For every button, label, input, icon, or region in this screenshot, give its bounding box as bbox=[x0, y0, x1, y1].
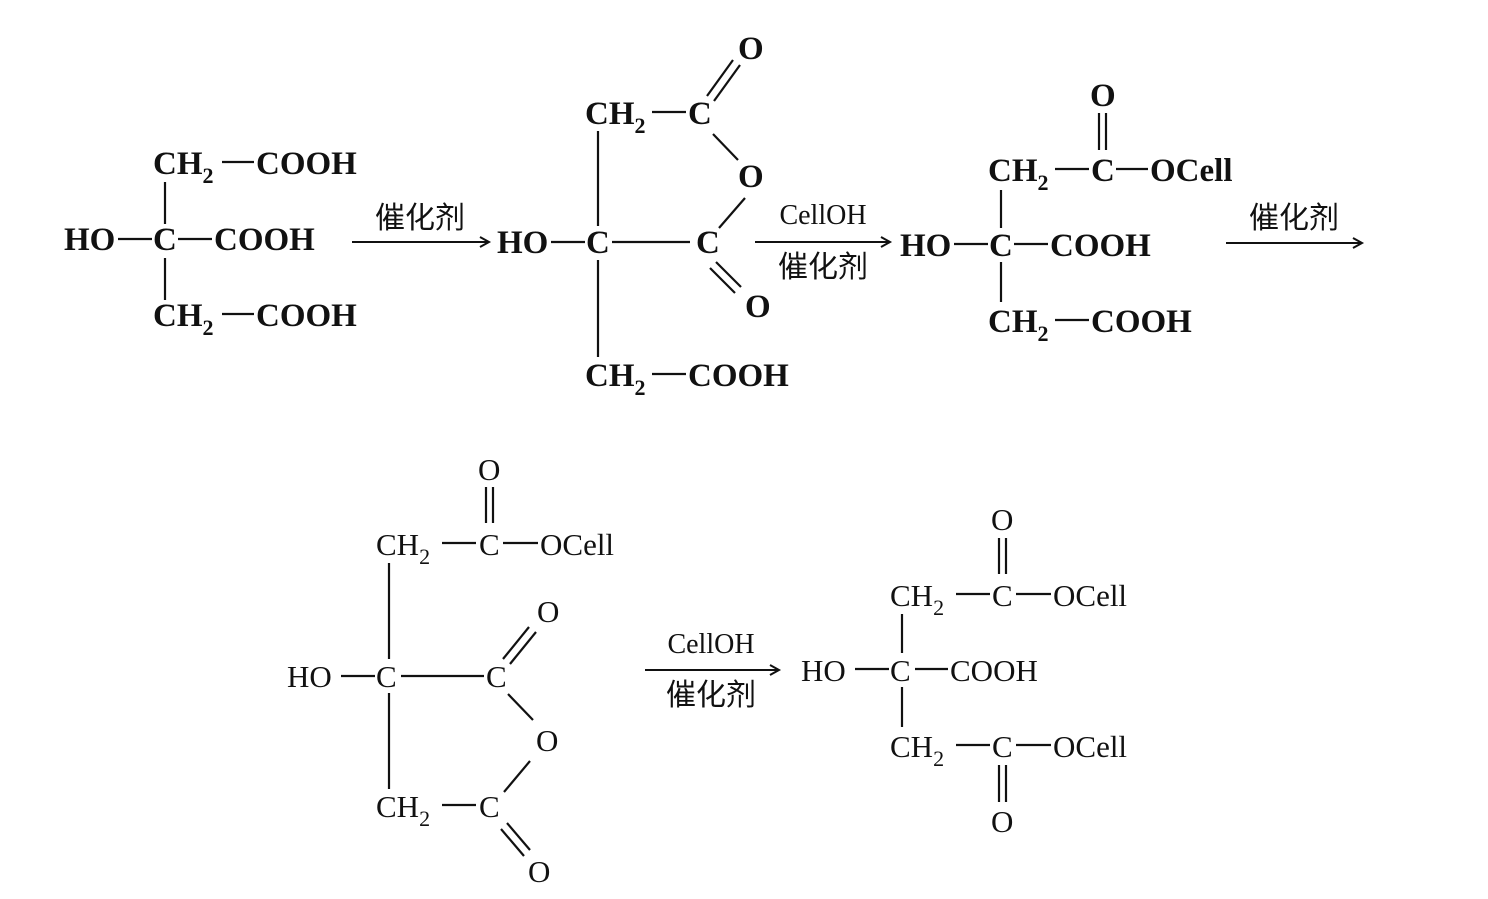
carbonyl-carbon: C bbox=[992, 729, 1013, 764]
ocell-group: OCell bbox=[1053, 578, 1127, 613]
central-carbon: C bbox=[989, 228, 1013, 264]
ocell-group: OCell bbox=[540, 527, 614, 562]
reaction-arrow-1: 催化剂 bbox=[352, 201, 492, 248]
double-bond bbox=[500, 828, 525, 857]
carbonyl-carbon: C bbox=[486, 659, 507, 694]
ring-oxygen: O bbox=[738, 159, 764, 195]
double-bond bbox=[715, 261, 742, 288]
carboxyl-group: COOH bbox=[256, 146, 357, 182]
arrow-head bbox=[1352, 237, 1365, 249]
arrow-head bbox=[769, 664, 782, 676]
single-bond bbox=[503, 760, 531, 793]
double-bond bbox=[713, 64, 741, 102]
single-bond bbox=[507, 693, 534, 721]
double-bond bbox=[709, 267, 736, 294]
carbonyl-carbon: C bbox=[479, 527, 500, 562]
monoester-anhydride-molecule: O CH2 C OCell O HO C C O CH2 C O bbox=[287, 452, 614, 889]
central-carbon: C bbox=[153, 222, 177, 258]
hydroxyl-group: HO bbox=[497, 225, 548, 261]
hydroxyl-group: HO bbox=[801, 653, 846, 688]
carboxyl-group: COOH bbox=[214, 222, 315, 258]
carbonyl-oxygen: O bbox=[991, 502, 1013, 537]
ocell-group: OCell bbox=[1053, 729, 1127, 764]
ch2-group: CH2 bbox=[890, 729, 944, 771]
carbonyl-oxygen: O bbox=[738, 31, 764, 67]
ch2-group: CH2 bbox=[988, 153, 1049, 195]
central-carbon: C bbox=[890, 653, 911, 688]
ch2-group: CH2 bbox=[585, 96, 646, 138]
cellulose-monoester-molecule: O CH2 C OCell HO C COOH CH2 COOH bbox=[900, 78, 1232, 346]
catalyst-label: 催化剂 bbox=[1249, 201, 1339, 236]
carboxyl-group: COOH bbox=[1050, 228, 1151, 264]
carbonyl-carbon: C bbox=[696, 225, 720, 261]
central-carbon: C bbox=[376, 659, 397, 694]
ring-oxygen: O bbox=[536, 723, 558, 758]
carbonyl-oxygen: O bbox=[537, 594, 559, 629]
double-bond bbox=[506, 822, 531, 851]
double-bond bbox=[509, 631, 537, 665]
single-bond bbox=[712, 133, 739, 161]
hydroxyl-group: HO bbox=[900, 228, 951, 264]
ch2-group: CH2 bbox=[376, 789, 430, 831]
carbonyl-oxygen: O bbox=[991, 804, 1013, 839]
ch2-group: CH2 bbox=[585, 358, 646, 400]
hydroxyl-group: HO bbox=[64, 222, 115, 258]
central-carbon: C bbox=[586, 225, 610, 261]
carbonyl-carbon: C bbox=[479, 789, 500, 824]
ch2-group: CH2 bbox=[890, 578, 944, 620]
carboxyl-group: COOH bbox=[1091, 304, 1192, 340]
arrow-head bbox=[880, 236, 893, 248]
cellulose-diester-molecule: O CH2 C OCell HO C COOH CH2 C OCell O bbox=[801, 502, 1127, 839]
catalyst-label: 催化剂 bbox=[375, 201, 465, 236]
carbonyl-carbon: C bbox=[688, 96, 712, 132]
arrow-head bbox=[479, 236, 492, 248]
citric-acid-molecule: CH2 COOH HO C COOH CH2 COOH bbox=[64, 146, 357, 340]
ocell-group: OCell bbox=[1150, 153, 1232, 189]
reaction-arrow-4: CellOH 催化剂 bbox=[645, 629, 782, 713]
catalyst-label: 催化剂 bbox=[778, 250, 868, 285]
ch2-group: CH2 bbox=[153, 146, 214, 188]
carboxyl-group: COOH bbox=[950, 653, 1038, 688]
carboxyl-group: COOH bbox=[256, 298, 357, 334]
reaction-arrow-3: 催化剂 bbox=[1226, 201, 1365, 249]
carbonyl-oxygen: O bbox=[745, 289, 771, 325]
cellulose-reagent-label: CellOH bbox=[779, 200, 866, 231]
ch2-group: CH2 bbox=[153, 298, 214, 340]
single-bond bbox=[718, 197, 746, 229]
reaction-arrow-2: CellOH 催化剂 bbox=[755, 200, 893, 285]
cellulose-reagent-label: CellOH bbox=[667, 629, 754, 660]
carbonyl-oxygen: O bbox=[1090, 78, 1116, 114]
carbonyl-oxygen: O bbox=[478, 452, 500, 487]
carbonyl-oxygen: O bbox=[528, 854, 550, 889]
carboxyl-group: COOH bbox=[688, 358, 789, 394]
double-bond bbox=[706, 59, 734, 97]
citric-anhydride-molecule: CH2 C O O HO C C O CH2 COOH bbox=[497, 31, 789, 400]
carbonyl-carbon: C bbox=[992, 578, 1013, 613]
hydroxyl-group: HO bbox=[287, 659, 332, 694]
ch2-group: CH2 bbox=[988, 304, 1049, 346]
double-bond bbox=[502, 626, 530, 660]
catalyst-label: 催化剂 bbox=[666, 678, 756, 713]
carbonyl-carbon: C bbox=[1091, 153, 1115, 189]
ch2-group: CH2 bbox=[376, 527, 430, 569]
